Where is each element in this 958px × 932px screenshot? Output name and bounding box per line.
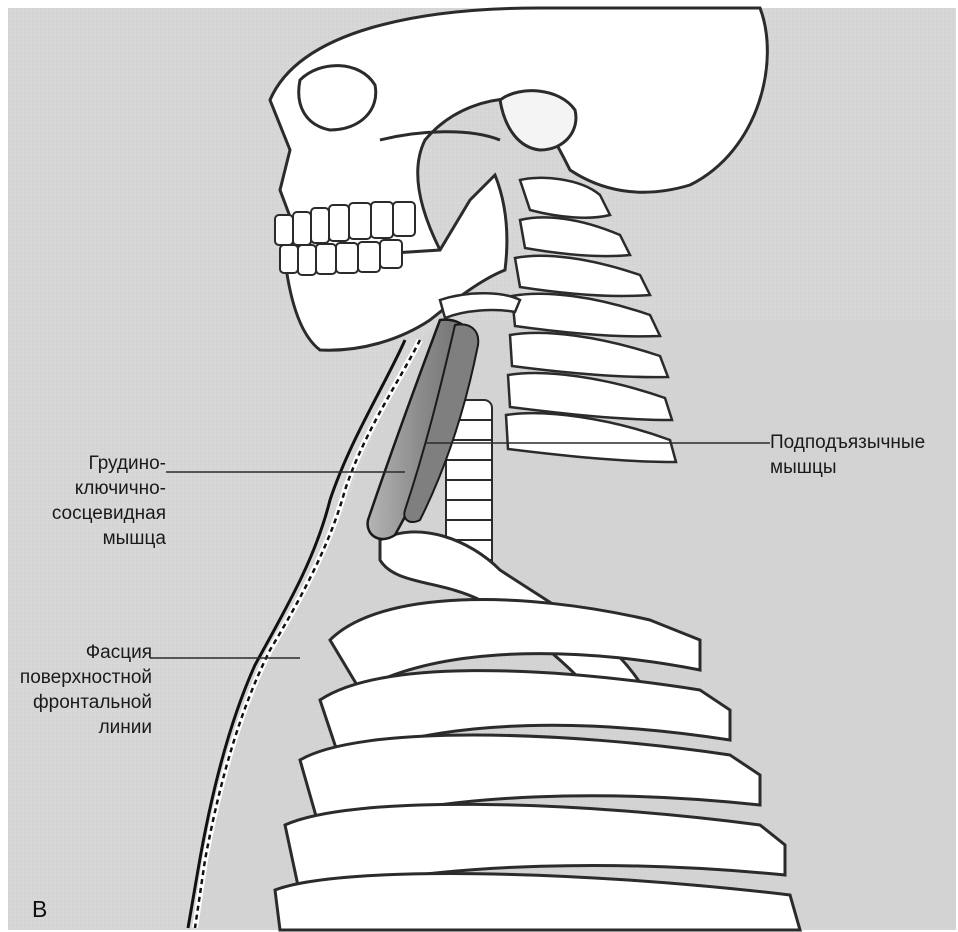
- label-sternocleidomastoid: Грудино- ключично- сосцевидная мышца: [26, 451, 166, 551]
- label-line: линии: [2, 715, 152, 740]
- panel-letter: B: [32, 896, 47, 923]
- label-line: Фасция: [2, 640, 152, 665]
- label-fascia: Фасция поверхностной фронтальной линии: [2, 640, 152, 740]
- label-line: Грудино-: [26, 451, 166, 476]
- label-infrahyoid: Подподъязычные мышцы: [770, 430, 958, 480]
- label-line: сосцевидная: [26, 501, 166, 526]
- label-line: ключично-: [26, 476, 166, 501]
- label-line: поверхностной: [2, 665, 152, 690]
- label-line: Подподъязычные: [770, 430, 958, 455]
- label-line: мышцы: [770, 455, 958, 480]
- label-line: фронтальной: [2, 690, 152, 715]
- label-line: мышца: [26, 526, 166, 551]
